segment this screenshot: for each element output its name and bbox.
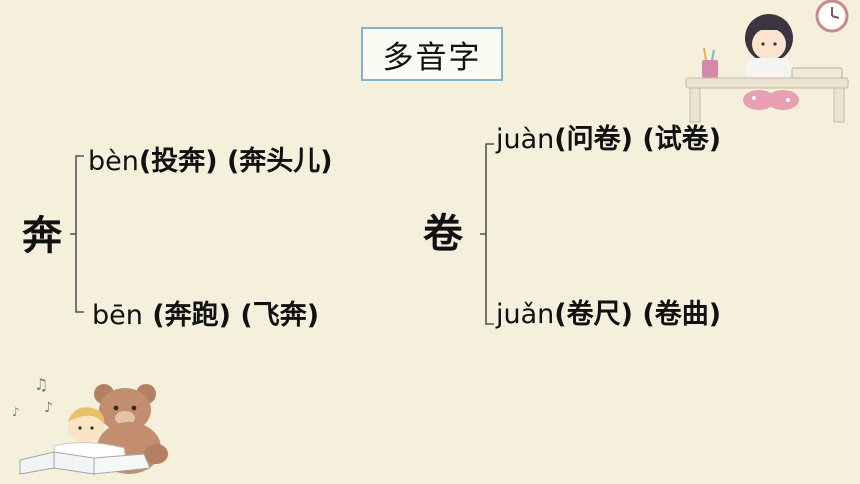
words-juan-3: (卷尺) (卷曲) [554, 299, 722, 330]
pinyin-ben-1: bēn [92, 300, 143, 331]
words-ben-4: (投奔) (奔头儿) [138, 146, 333, 177]
girl-studying-illustration [685, 14, 849, 123]
pinyin-juan-3: juǎn [496, 299, 555, 330]
pinyin-ben-4: bèn [88, 146, 139, 177]
reading-juan-1: juàn(问卷) (试卷) [496, 126, 721, 153]
reading-ben-1: bèn(投奔) (奔头儿) [88, 148, 333, 175]
clock-icon [815, 0, 849, 33]
pinyin-juan-4: juàn [496, 124, 555, 155]
music-notes-icon: ♫ ♪ ♪ [12, 375, 53, 419]
page-title: 多音字 [361, 27, 503, 81]
bracket-ben [70, 155, 84, 313]
words-ben-1: (奔跑) (飞奔) [142, 300, 320, 331]
char-juan: 卷 [423, 210, 463, 257]
svg-text:♪: ♪ [12, 405, 20, 419]
words-juan-4: (问卷) (试卷) [554, 124, 722, 155]
char-ben: 奔 [22, 212, 62, 259]
bracket-juan [480, 143, 494, 325]
reading-juan-2: juǎn(卷尺) (卷曲) [496, 301, 721, 328]
boy-reading-illustration [19, 407, 151, 475]
reading-ben-2: bēn (奔跑) (飞奔) [92, 302, 319, 329]
svg-text:♪: ♪ [44, 400, 53, 416]
svg-text:♫: ♫ [34, 375, 48, 394]
